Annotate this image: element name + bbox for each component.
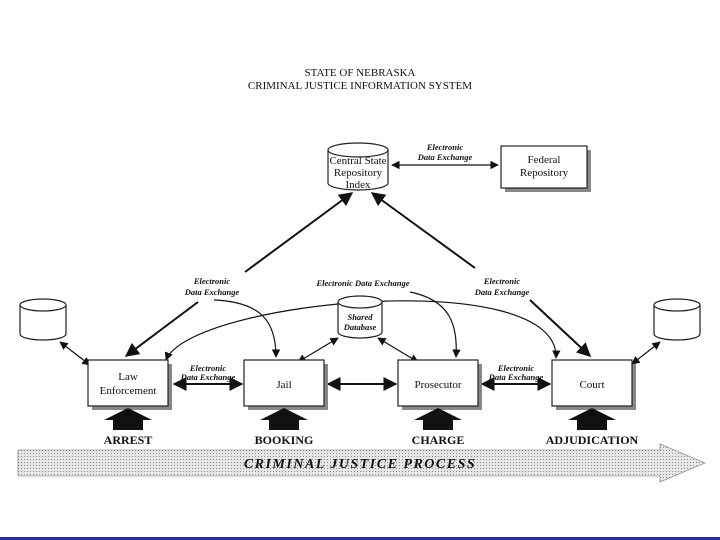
central-repository-label-2: Repository [334,167,383,179]
stage-adjudication: ADJUDICATION [546,433,639,447]
left-db-connector [59,341,91,366]
law-jail-label-1: Electronic [189,363,227,373]
shared-jail-connector [297,337,339,363]
law-jail-label-2: Data Exchange [180,372,236,382]
central-federal-label-2: Data Exchange [417,152,473,162]
jail-label: Jail [276,379,291,391]
process-label: CRIMINAL JUSTICE PROCESS [244,457,476,472]
federal-repository-node: Federal Repository [500,145,591,192]
right-db-connector [631,341,661,365]
shared-database-label-1: Shared [347,312,373,322]
prosecutor-label: Prosecutor [414,379,461,391]
court-label: Court [579,379,604,391]
central-repository-node: Central State Repository Index [327,142,389,191]
curve-to-jail-connector [213,299,281,358]
booking-arrow-icon [260,408,308,430]
court-central-label-1: Electronic [483,276,521,286]
court-central-label-2: Data Exchange [474,287,530,297]
federal-repository-label-1: Federal [528,154,561,166]
prosecutor-court-label-2: Data Exchange [488,372,544,382]
federal-repository-label-2: Repository [520,167,569,179]
charge-arrow-icon [414,408,462,430]
right-database-icon [653,298,701,341]
left-database-icon [19,298,67,341]
top-curve-label: Electronic Data Exchange [315,278,409,288]
stage-booking: BOOKING [255,433,314,447]
arrest-arrow-icon [104,408,152,430]
court-central-connector [370,192,476,269]
law-enforcement-label-2: Enforcement [100,385,157,397]
shared-database-label-2: Database [343,322,377,332]
adjudication-arrow-icon [568,408,616,430]
shared-database-node: Shared Database [337,295,383,339]
curve-to-prosecutor-connector [409,291,461,358]
prosecutor-node: Prosecutor [397,359,482,410]
central-repository-label-3: Index [345,179,371,191]
stage-charge: CHARGE [412,433,465,447]
title-line-1: STATE OF NEBRASKA [305,67,416,79]
prosecutor-court-label-1: Electronic [497,363,535,373]
court-inbound-connector [529,299,592,357]
law-enforcement-node: Law Enforcement [87,359,172,410]
law-enforcement-label-1: Law [118,371,138,383]
law-central-connector [244,192,354,273]
law-inbound-connector [124,301,199,357]
title-line-2: CRIMINAL JUSTICE INFORMATION SYSTEM [248,80,472,92]
court-node: Court [551,359,636,410]
central-repository-label-1: Central State [329,155,386,167]
law-central-label-2: Data Exchange [184,287,240,297]
process-band-arrow [17,443,706,483]
stage-arrest: ARREST [104,433,153,447]
law-central-label-1: Electronic [193,276,231,286]
jail-node: Jail [243,359,328,410]
shared-prosecutor-connector [377,337,419,363]
bottom-band [0,537,720,540]
central-federal-label-1: Electronic [426,142,464,152]
